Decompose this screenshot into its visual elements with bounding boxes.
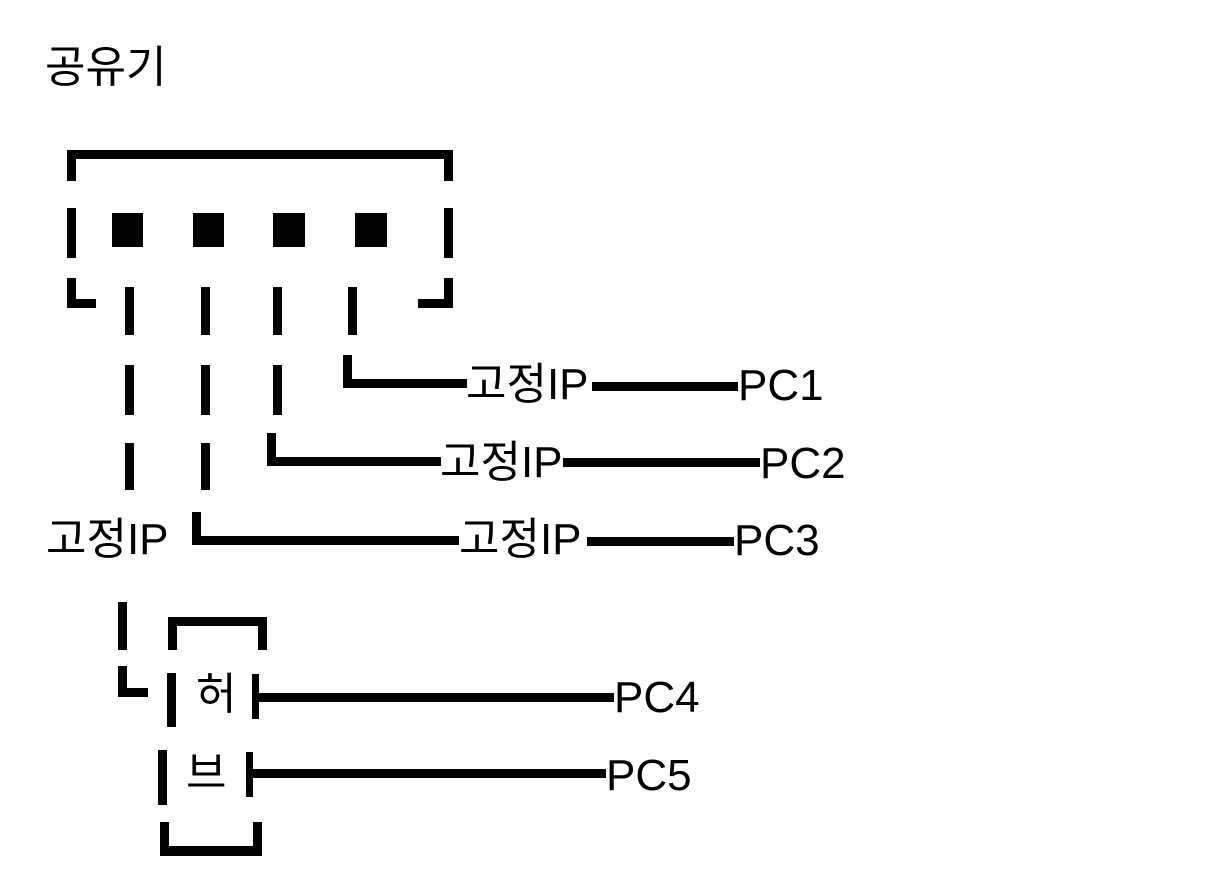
router-box-bottom-right-corner-horizontal bbox=[418, 299, 453, 308]
port4-cable-dash-1 bbox=[348, 287, 357, 335]
port1-cable-dash-4 bbox=[118, 602, 127, 650]
hub-port-tick-pc4 bbox=[252, 674, 259, 719]
port2-cable-dash-3 bbox=[201, 443, 210, 490]
pc4-cable bbox=[259, 693, 614, 702]
port3-cable-dash-2 bbox=[273, 365, 282, 415]
fixed-ip-label-port1: 고정IP bbox=[46, 515, 169, 564]
router-box-left-edge-dash bbox=[67, 208, 76, 258]
port1-cable-dash-2 bbox=[125, 365, 134, 415]
router-box-right-edge-dash bbox=[444, 208, 453, 258]
fixed-ip-label-pc1: 고정IP bbox=[466, 360, 589, 409]
pc1-label: PC1 bbox=[738, 361, 824, 410]
port1-cable-dash-1 bbox=[125, 287, 134, 335]
hub-box-top-edge bbox=[168, 617, 267, 626]
pc3-label: PC3 bbox=[734, 516, 820, 565]
port2-cable-dash-1 bbox=[201, 287, 210, 335]
pc5-cable bbox=[253, 769, 606, 778]
router-port-square-4 bbox=[355, 213, 387, 247]
router-box-bottom-left-corner-horizontal bbox=[67, 299, 96, 308]
router-box-bottom-right-corner-vertical bbox=[444, 278, 453, 308]
pc5-label: PC5 bbox=[606, 751, 692, 800]
hub-port-tick-pc5 bbox=[246, 752, 253, 797]
hub-label-char-bottom: 브 bbox=[186, 749, 227, 798]
hub-box-bottom-left-corner bbox=[160, 822, 169, 854]
hub-box-left-edge-dash-1 bbox=[167, 673, 176, 727]
router-box-top-left-corner bbox=[67, 150, 76, 181]
router-port-square-1 bbox=[112, 213, 143, 247]
port3-cable-dash-1 bbox=[273, 287, 282, 335]
pc3-cable bbox=[587, 537, 734, 546]
port3-cable-horizontal bbox=[267, 457, 441, 466]
hub-box-top-right-corner bbox=[258, 617, 267, 650]
fixed-ip-label-pc2: 고정IP bbox=[440, 438, 563, 487]
port4-cable-elbow-vertical bbox=[343, 355, 352, 383]
hub-box-bottom-right-corner bbox=[253, 822, 262, 854]
fixed-ip-label-pc3: 고정IP bbox=[459, 515, 582, 564]
port1-cable-elbow-horizontal bbox=[118, 688, 148, 697]
hub-box-top-left-corner bbox=[168, 617, 177, 650]
router-box-bottom-left-corner-vertical bbox=[67, 278, 76, 308]
port2-cable-dash-2 bbox=[201, 365, 210, 415]
router-port-square-3 bbox=[273, 213, 305, 247]
port1-cable-elbow-vertical bbox=[118, 666, 127, 696]
router-box-top-right-corner bbox=[444, 150, 453, 181]
pc1-cable bbox=[592, 382, 738, 391]
pc2-label: PC2 bbox=[760, 439, 846, 488]
hub-box-bottom-edge bbox=[160, 846, 262, 856]
port4-cable-horizontal bbox=[343, 379, 467, 388]
port3-cable-elbow-vertical bbox=[267, 433, 276, 461]
pc4-label: PC4 bbox=[614, 673, 700, 722]
router-box-top-edge bbox=[67, 150, 453, 159]
router-port-square-2 bbox=[193, 213, 224, 247]
port2-cable-horizontal bbox=[192, 536, 459, 545]
port1-cable-dash-3 bbox=[125, 443, 134, 490]
port2-cable-elbow-vertical bbox=[192, 512, 201, 540]
pc2-cable bbox=[563, 458, 760, 467]
hub-box-left-edge-dash-2 bbox=[158, 750, 167, 805]
router-label: 공유기 bbox=[45, 43, 167, 92]
hub-label-char-top: 허 bbox=[196, 670, 237, 719]
